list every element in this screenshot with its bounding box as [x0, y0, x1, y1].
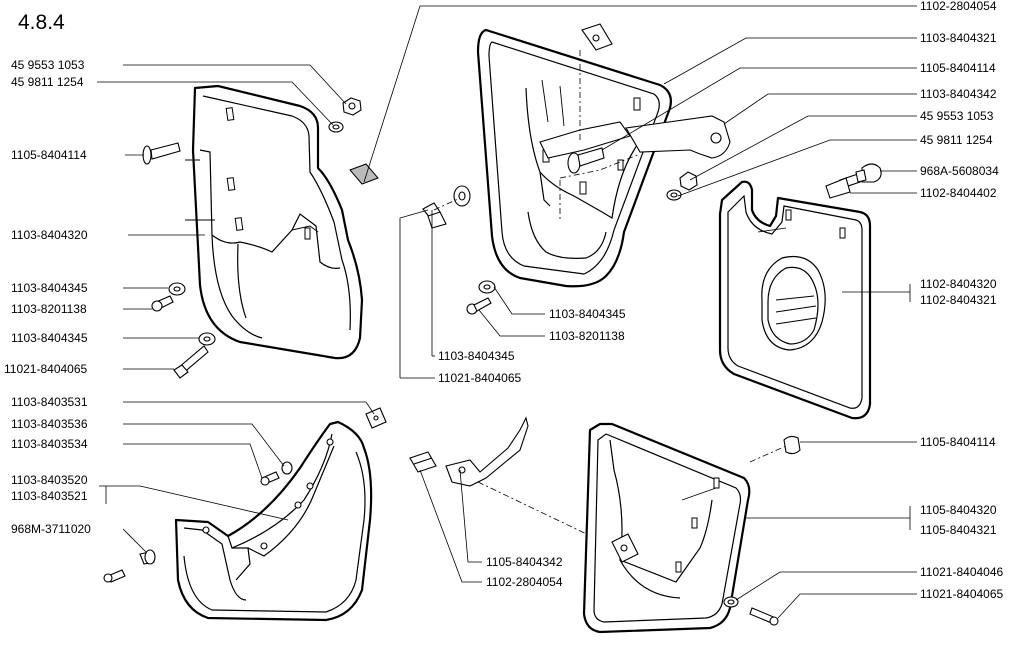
label-ml-b: 1103-8403536 [11, 417, 88, 431]
mudflap-bottom-right [582, 422, 801, 634]
mudflap-right-top [718, 163, 882, 420]
label-tl-d: 1103-8404320 [11, 228, 88, 242]
center-hardware [422, 185, 496, 315]
top-left-hardware [142, 97, 379, 379]
label-ml-f: 968M-3711020 [11, 522, 91, 536]
label-c-f: 1102-2804054 [486, 575, 563, 589]
label-r-b: 1103-8404321 [920, 31, 997, 45]
label-ml-e: 1103-8403521 [11, 489, 88, 503]
label-tl-f: 1103-8201138 [11, 302, 87, 316]
part-labels: 45 9553 1053 45 9811 1254 1105-8404114 1… [4, 0, 1004, 601]
leader-lines [97, 5, 917, 619]
mudflap-top-left [185, 84, 364, 360]
section-number: 4.8.4 [18, 11, 65, 34]
label-tl-h: 11021-8404065 [4, 362, 88, 376]
label-r-a: 1102-2804054 [920, 0, 997, 13]
label-r-o: 11021-8404065 [920, 587, 1004, 601]
label-tl-g: 1103-8404345 [11, 331, 88, 345]
mudflap-top-center [476, 23, 731, 288]
label-c-b: 1103-8201138 [549, 329, 625, 343]
label-tl-e: 1103-8404345 [11, 281, 88, 295]
label-c-a: 1103-8404345 [549, 307, 626, 321]
label-r-g: 968A-5608034 [920, 164, 999, 178]
mudflap-bottom-left [103, 407, 387, 622]
label-r-e: 45 9553 1053 [920, 109, 994, 123]
label-c-e: 1105-8404342 [486, 555, 563, 569]
label-c-d: 11021-8404065 [438, 371, 522, 385]
label-ml-a: 1103-8403531 [11, 395, 88, 409]
label-r-i: 1102-8404320 [920, 277, 997, 291]
label-r-l: 1105-8404320 [920, 503, 997, 517]
label-ml-d: 1103-8403520 [11, 473, 88, 487]
label-r-f: 45 9811 1254 [920, 133, 993, 147]
label-tl-c: 1105-8404114 [11, 148, 87, 162]
label-tl-a: 45 9553 1053 [11, 58, 85, 72]
label-r-c: 1105-8404114 [920, 61, 996, 75]
label-r-m: 1105-8404321 [920, 523, 997, 537]
label-tl-b: 45 9811 1254 [11, 75, 84, 89]
label-ml-c: 1103-8403534 [11, 437, 88, 451]
label-c-c: 1103-8404345 [438, 349, 515, 363]
label-r-k: 1105-8404114 [920, 435, 996, 449]
label-r-n: 11021-8404046 [920, 565, 1004, 579]
label-r-d: 1103-8404342 [920, 87, 997, 101]
label-r-j: 1102-8404321 [920, 293, 997, 307]
label-r-h: 1102-8404402 [920, 186, 997, 200]
